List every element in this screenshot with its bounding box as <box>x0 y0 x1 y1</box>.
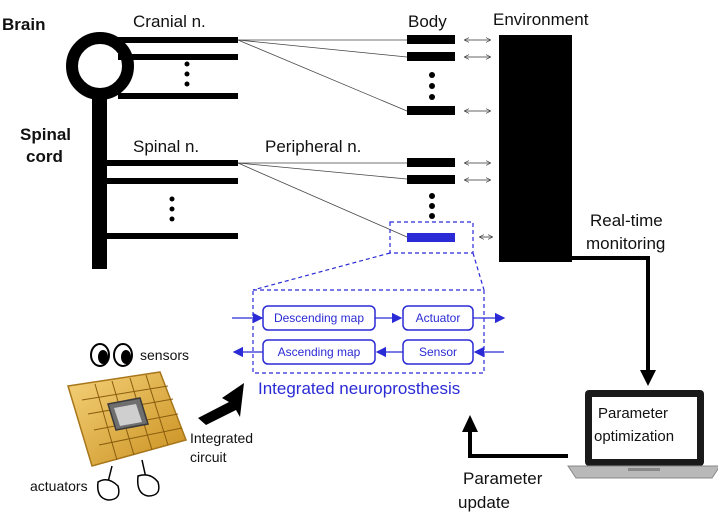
zoom-line-left <box>252 252 391 291</box>
sensors-label: sensors <box>140 347 189 363</box>
cranial-ellipsis <box>184 61 190 87</box>
nerve-connections <box>237 39 408 238</box>
cranial-nerve-3 <box>118 93 238 99</box>
neuroprosthesis-label: Integrated neuroprosthesis <box>258 379 460 398</box>
ic-label-2: circuit <box>190 449 227 465</box>
neuroprosthesis-zoom: Descending map Actuator Sensor Ascending… <box>232 252 506 398</box>
body-environment-arrows <box>465 40 492 237</box>
zoom-line-right <box>472 252 485 291</box>
monitoring-arrow-head <box>640 370 656 386</box>
cranial-nerve-2 <box>118 54 238 60</box>
spinal-nerve-1 <box>104 160 238 166</box>
brain-shape <box>66 32 134 100</box>
body-ellipsis-2 <box>429 193 435 219</box>
body-segment-4 <box>407 158 455 167</box>
ic-label-1: Integrated <box>190 430 253 446</box>
body-ellipsis-1 <box>429 72 435 100</box>
realtime-label-2: monitoring <box>586 234 665 253</box>
peripheral-n-label: Peripheral n. <box>265 137 361 156</box>
body-segment-2 <box>407 52 455 61</box>
prosthesis-highlight-box <box>389 221 474 254</box>
environment-label: Environment <box>493 10 589 29</box>
spinal-nerve-2 <box>104 178 238 184</box>
descending-map-label: Descending map <box>274 311 364 325</box>
param-opt-label-2: optimization <box>594 428 674 445</box>
spinal-nerve-3 <box>104 233 238 239</box>
integrated-circuit-mascot: sensors actuators Integrated circuit <box>30 343 253 501</box>
update-arrow-head <box>462 415 478 432</box>
environment: Environment <box>493 10 589 262</box>
chip-pointer-arrow <box>198 383 244 425</box>
cranial-nerve-1 <box>118 37 238 43</box>
monitoring-arrow-line <box>572 256 650 372</box>
chip-die-window <box>114 404 142 426</box>
neuroprosthesis-box <box>252 289 485 374</box>
spinal-cord-shape <box>92 94 107 269</box>
body-segment-5 <box>407 175 455 184</box>
body-column: Body <box>389 12 492 254</box>
body-label: Body <box>408 12 447 31</box>
body-segment-1 <box>407 35 455 44</box>
brain-label: Brain <box>2 15 45 34</box>
eyes-icon <box>90 343 133 367</box>
actuators-label: actuators <box>30 478 88 494</box>
feet-icon <box>96 459 160 501</box>
realtime-label-1: Real-time <box>590 211 663 230</box>
param-opt-label-1: Parameter <box>598 405 668 422</box>
nervous-system: Brain Spinal cord Cranial n. Spinal n. P… <box>2 12 408 269</box>
spinal-n-label: Spinal n. <box>133 137 199 156</box>
body-segment-prosthesis <box>407 233 455 242</box>
param-update-label-2: update <box>458 493 510 512</box>
laptop-icon <box>567 390 718 479</box>
actuator-label: Actuator <box>416 311 461 325</box>
monitoring-loop: Real-time monitoring Parameter optimizat… <box>458 211 718 512</box>
spinal-ellipsis <box>169 196 175 222</box>
update-arrow-line <box>468 430 568 458</box>
spinal-cord-label-1: Spinal <box>20 125 71 144</box>
ascending-map-label: Ascending map <box>278 345 361 359</box>
cranial-n-label: Cranial n. <box>133 12 206 31</box>
param-update-label-1: Parameter <box>463 469 543 488</box>
environment-block <box>499 35 572 262</box>
body-segment-3 <box>407 106 455 115</box>
sensor-label: Sensor <box>419 345 457 359</box>
spinal-cord-label-2: cord <box>26 147 63 166</box>
